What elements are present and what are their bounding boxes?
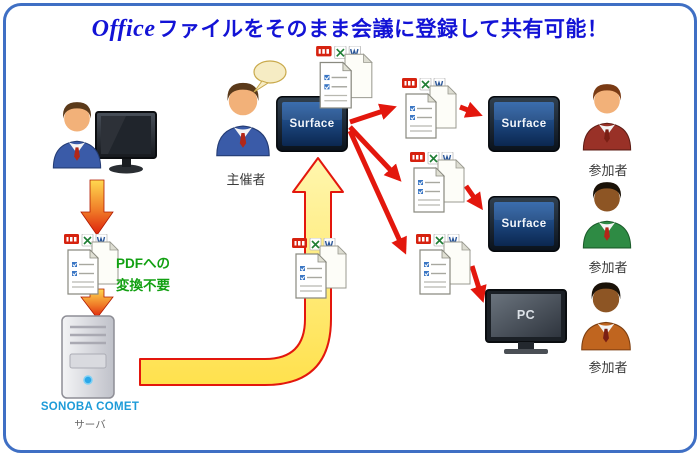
server-caption: サーバ: [74, 419, 106, 431]
documents-stack-participant-2: [409, 152, 465, 213]
organizer-person-icon: [216, 82, 270, 157]
desktop-monitor-icon: [95, 111, 157, 174]
server-tower-icon: [61, 315, 115, 399]
participant-2-label: 参加者: [588, 260, 628, 275]
download-arrow-docs-to-server: [80, 288, 114, 319]
title-office-word: Office: [91, 16, 156, 42]
upload-curved-arrow: [139, 157, 344, 386]
participant-1-person-icon: [582, 83, 632, 151]
title-rest-text: ファイルをそのまま会議に登録して共有可能！: [157, 18, 609, 41]
participant-3-pc-label: PC: [516, 308, 536, 322]
participant-3-pc-icon: [485, 289, 567, 354]
pdf-note-line2: 変換不要: [116, 278, 170, 293]
participant-1-surface-label: Surface: [501, 118, 547, 130]
documents-stack-participant-3: [415, 234, 471, 295]
organizer-surface-label: Surface: [289, 118, 335, 130]
documents-stack-upload: [291, 238, 347, 299]
participant-3-person-icon: [581, 281, 631, 351]
sonoba-comet-logo: SONOBA COMET: [40, 401, 140, 413]
documents-stack-participant-1: [401, 78, 457, 139]
participant-3-label: 参加者: [588, 360, 628, 375]
page-title: Officeファイルをそのまま会議に登録して共有可能！: [0, 13, 700, 43]
download-arrow-monitor-to-docs: [80, 179, 114, 236]
share-arrows: [347, 101, 487, 303]
documents-stack-left: [63, 234, 119, 295]
organizer-label: 主催者: [226, 172, 266, 187]
speech-bubble-icon: [253, 60, 287, 93]
participant-2-surface-label: Surface: [501, 218, 547, 230]
participant-1-label: 参加者: [588, 163, 628, 178]
participant-2-person-icon: [582, 181, 632, 249]
pdf-note-line1: PDFへの: [116, 256, 170, 271]
user-person-icon: [52, 101, 102, 169]
